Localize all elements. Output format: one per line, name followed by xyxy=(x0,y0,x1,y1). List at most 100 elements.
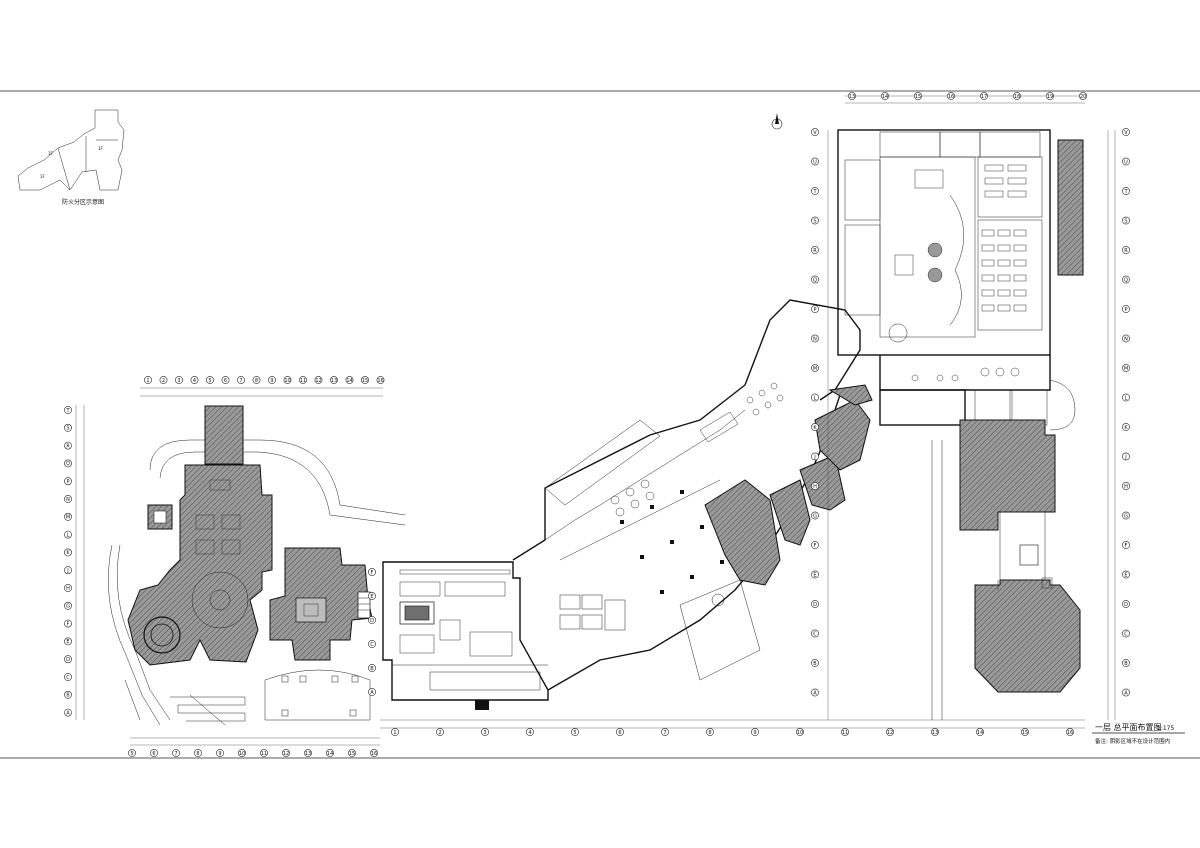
fire-zone-key-plan: 1F 1F 1F 防火分区示意图 xyxy=(17,109,125,206)
grid-mid-bottom-label: 6 xyxy=(618,730,621,736)
grid-left-top-label: 8 xyxy=(255,378,258,384)
grid-right-top-bubble xyxy=(1079,92,1087,100)
grid-right-top-bubble xyxy=(914,92,922,100)
grid-left-letter-label: J xyxy=(66,568,68,574)
grid-right-top-bubble xyxy=(1046,92,1054,100)
grid-left-top-bubble xyxy=(206,376,214,384)
grid-right-letter-right-label: M xyxy=(1124,366,1128,372)
grid-right-letter-left-bubble xyxy=(811,305,819,313)
grid-left-bottom-bubble xyxy=(370,749,378,757)
grid-right-letter-left-label: S xyxy=(813,218,816,224)
grid-mid-bottom-bubble xyxy=(436,728,444,736)
grid-mid-bottom-label: 10 xyxy=(797,730,803,736)
grid-mid-bottom-label: 3 xyxy=(483,730,486,736)
grid-mid-bottom-bubble xyxy=(976,728,984,736)
grid-left-letter-bubble xyxy=(64,673,72,681)
grid-left-letter-bubble xyxy=(64,512,72,521)
grid-left-bottom-bubble xyxy=(326,749,334,757)
grid-left-bottom-label: 13 xyxy=(305,751,311,757)
grid-right-letter-right-label: J xyxy=(1124,454,1126,460)
grid-right-letter-right-bubble xyxy=(1122,482,1130,490)
grid-right-letter-right-label: R xyxy=(1124,248,1128,254)
grid-left-bottom-bubble xyxy=(238,749,246,757)
grid-mid-bottom-bubble xyxy=(1021,728,1029,736)
grid-right-letter-left-label: A xyxy=(813,690,817,696)
grid-right-letter-right-bubble xyxy=(1122,275,1130,284)
grid-right-letter-left-label: K xyxy=(813,425,817,431)
grid-left-letter-bubble xyxy=(64,423,72,432)
grid-right-letter-left-label: C xyxy=(813,631,817,637)
grid-right-top-bubble xyxy=(947,92,955,100)
grid-left-letter-bubble xyxy=(64,601,72,610)
grid-left-bottom-label: 11 xyxy=(261,751,267,757)
grid-mid-bottom-bubble xyxy=(841,728,849,736)
grid-mid-bottom-bubble xyxy=(706,728,714,736)
grid-right-top-label: 16 xyxy=(948,94,954,100)
grid-left-top-bubble xyxy=(330,376,338,384)
grid-right-letter-left-label: N xyxy=(813,336,817,342)
grid-left-letter-bubble xyxy=(64,655,72,664)
grid-right-letter-left-label: B xyxy=(813,661,817,667)
grid-mid-letter-bubble xyxy=(368,616,376,624)
grid-left-letter-label: K xyxy=(66,550,70,556)
grid-left-bottom-bubble xyxy=(260,749,268,757)
grid-left-top-label: 7 xyxy=(239,378,242,384)
grid-left-letter-label: N xyxy=(66,497,70,503)
grid-left-letter-label: Q xyxy=(66,461,70,467)
grid-left-letter-label: P xyxy=(66,479,69,485)
svg-text:1F: 1F xyxy=(48,151,54,156)
grid-left-top-bubble xyxy=(268,376,276,384)
grid-right-letter-left-bubble xyxy=(811,511,819,520)
grid-mid-bottom-label: 2 xyxy=(438,730,441,736)
grid-right-letter-left-label: L xyxy=(814,395,817,401)
grid-right-letter-left-label: P xyxy=(813,307,816,313)
grid-right-letter-right-label: Q xyxy=(1124,277,1128,283)
grid-mid-letter-bubble xyxy=(368,640,376,648)
grid-left-letter-label: L xyxy=(67,532,70,538)
grid-right-letter-left-bubble xyxy=(811,600,819,608)
grid-right-letter-right-label: P xyxy=(1124,307,1127,313)
grid-right-letter-left-bubble xyxy=(811,216,819,225)
grid-mid-bottom-label: 14 xyxy=(977,730,983,736)
grid-right-letter-right-bubble xyxy=(1122,452,1130,461)
grid-left-top-bubble xyxy=(376,376,385,384)
central-lobby-building xyxy=(512,299,873,691)
grid-right-letter-left-bubble xyxy=(811,629,819,638)
grid-right-letter-right-label: T xyxy=(1123,189,1128,195)
grid-mid-bottom-bubble xyxy=(391,728,399,736)
grid-left-top-label: 3 xyxy=(177,378,180,384)
grid-left-letter-label: M xyxy=(66,515,70,521)
grid-right-top-label: 19 xyxy=(1047,94,1053,100)
grid-left-letter-label: G xyxy=(66,604,70,610)
svg-text:1F: 1F xyxy=(98,146,104,151)
grid-right-letter-right-label: K xyxy=(1124,425,1128,431)
grid-mid-bottom-bubble xyxy=(481,728,489,736)
grid-left-top-bubble xyxy=(221,376,230,384)
grid-left-letter-bubble xyxy=(64,708,72,717)
grid-right-letter-right-bubble xyxy=(1122,393,1130,402)
grid-right-letter-left-bubble xyxy=(811,187,819,195)
grid-mid-bottom-bubble xyxy=(661,728,669,736)
grid-right-letter-right-bubble xyxy=(1122,216,1130,225)
grid-left-letter-bubble xyxy=(64,619,72,628)
grid-right-letter-left-bubble xyxy=(811,246,819,254)
grid-right-letter-left-label: F xyxy=(814,543,817,549)
grid-right-letter-left-bubble xyxy=(811,452,819,461)
grid-right-top-label: 13 xyxy=(849,94,855,100)
grid-mid-bottom-label: 5 xyxy=(573,730,576,736)
grid-right-top-bubble xyxy=(1013,92,1021,100)
grid-left-bottom-label: 12 xyxy=(283,751,289,757)
grid-left-bottom-label: 14 xyxy=(327,751,333,757)
grid-right-letter-right-label: U xyxy=(1124,159,1128,165)
grid-left-letter-label: A xyxy=(66,710,70,716)
grid-right-letter-right-label: A xyxy=(1124,690,1128,696)
grid-left-bottom-label: 15 xyxy=(349,751,355,757)
grid-left-letter-bubble xyxy=(64,566,72,575)
grid-right-letter-left-label: J xyxy=(813,454,815,460)
grid-left-letter-bubble xyxy=(64,459,72,468)
grid-left-top-label: 11 xyxy=(300,378,306,384)
grid-right-letter-left-label: G xyxy=(813,513,817,519)
grid-right-letter-right-bubble xyxy=(1122,187,1130,195)
